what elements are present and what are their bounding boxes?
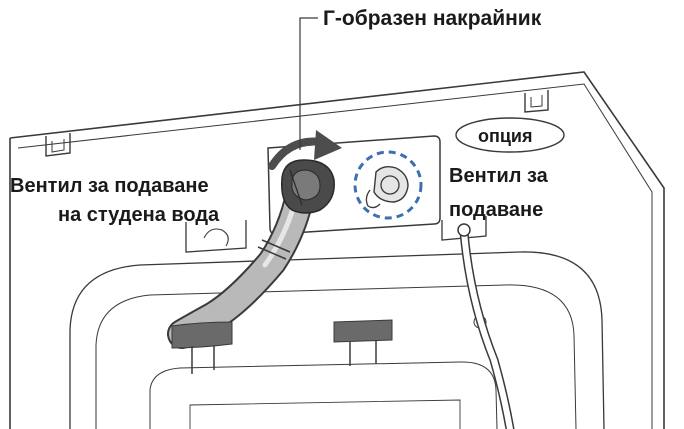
mounting-tab-right [524, 90, 549, 113]
elbow-label: Г-образен накрайник [323, 7, 542, 30]
valve-label-line2: подаване [449, 199, 544, 221]
mounting-tab-left [45, 133, 71, 157]
inner-frame [69, 251, 605, 429]
option-label: опция [478, 126, 533, 146]
cold-valve-label-line1: Вентил за подаване [10, 175, 209, 197]
cold-valve-label-line2: на студена вода [58, 204, 220, 226]
machine-back-panel [9, 71, 665, 429]
left-bracket [185, 220, 247, 253]
elbow-fitting-icon [280, 159, 335, 214]
curved-arrow-icon [268, 130, 342, 170]
elbow-callout-line [299, 17, 318, 150]
valve-label-line1: Вентил за [449, 165, 548, 187]
connector-left [171, 321, 233, 374]
faucet-icon [353, 150, 423, 220]
hot-water-hose [457, 223, 515, 429]
connector-right [333, 319, 393, 366]
option-oval [455, 117, 565, 153]
